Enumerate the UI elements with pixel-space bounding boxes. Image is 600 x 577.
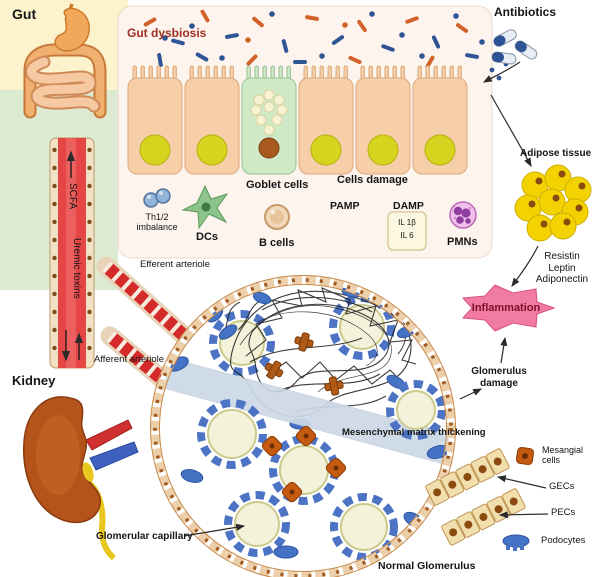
goblet-cells-label: Goblet cells [246, 179, 309, 191]
blood-vessel-illustration [49, 137, 95, 369]
legend-gecs-label: GECs [549, 481, 575, 492]
legend-pecs-label: PECs [551, 507, 576, 518]
legend-podocyte-icon [502, 534, 530, 551]
antibiotics-label: Antibiotics [494, 5, 556, 19]
scfa-label: SCFA [67, 183, 78, 210]
afferent-arteriole-label: Afferent arteriole [94, 354, 165, 365]
antibiotic-capsules-icon [491, 29, 538, 65]
kidney-label: Kidney [12, 373, 56, 388]
adipose-tissue-label: Adipose tissue [520, 148, 592, 159]
b-cell-icon [264, 204, 290, 230]
connector-arrows [183, 61, 549, 537]
pamp-label: PAMP [330, 200, 360, 212]
gut-label: Gut [12, 6, 37, 22]
il-box [387, 211, 427, 251]
gut-illustration [23, 3, 107, 119]
il6-label: IL 6 [400, 231, 414, 240]
pec-strip-illustration [441, 488, 526, 546]
adiponectin-label: Adiponectin [535, 274, 589, 285]
cells-damage-label: Cells damage [337, 174, 408, 186]
kidney-illustration [23, 396, 139, 561]
vessel-flow-arrows [61, 150, 84, 362]
legend-mesangial-icon [515, 446, 535, 466]
pmns-label: PMNs [447, 236, 478, 248]
dcs-label: DCs [196, 231, 219, 243]
dendritic-cell-icon [181, 184, 229, 230]
th-imbalance-label: Th1/2 imbalance [136, 212, 178, 233]
bacteria-group [143, 9, 509, 81]
adipokines-label: Resistin Leptin Adiponectin [530, 251, 594, 286]
matrix-band [157, 351, 449, 469]
inflammation-burst [461, 284, 556, 332]
adipose-tissue-illustration [514, 164, 592, 242]
pmn-cell-icon [449, 201, 477, 229]
gec-strip-illustration [425, 448, 510, 506]
efferent-arteriole-label: Efferent arteriole [140, 259, 211, 270]
resistin-label: Resistin [544, 251, 580, 262]
inflammation-label: Inflammation [471, 302, 541, 314]
gut-dysbiosis-title: Gut dysbiosis [127, 26, 207, 40]
normal-glomerulus-label: Normal Glomerulus [378, 560, 476, 572]
goblet-cell-illustration [241, 65, 297, 175]
bowman-capsule-ring [150, 275, 456, 577]
b-cells-label: B cells [259, 237, 295, 249]
il1b-label: IL 1β [398, 218, 416, 227]
leptin-label: Leptin [548, 262, 576, 274]
damp-label: DAMP [393, 200, 424, 212]
legend-mesangial-label: Mesangial cells [542, 445, 584, 466]
glomerulus-damage-label: Glomerulus damage [471, 366, 527, 389]
glomerular-capillary-label: Glomerular capillary [96, 531, 193, 542]
th-cells-icon [143, 188, 171, 208]
uremic-toxins-label: Uremic toxins [71, 238, 82, 299]
legend-podocytes-label: Podocytes [541, 535, 586, 546]
glomerulus-illustration [150, 275, 456, 577]
mesenchymal-label: Mesenchymal matrix thickening [342, 427, 486, 438]
